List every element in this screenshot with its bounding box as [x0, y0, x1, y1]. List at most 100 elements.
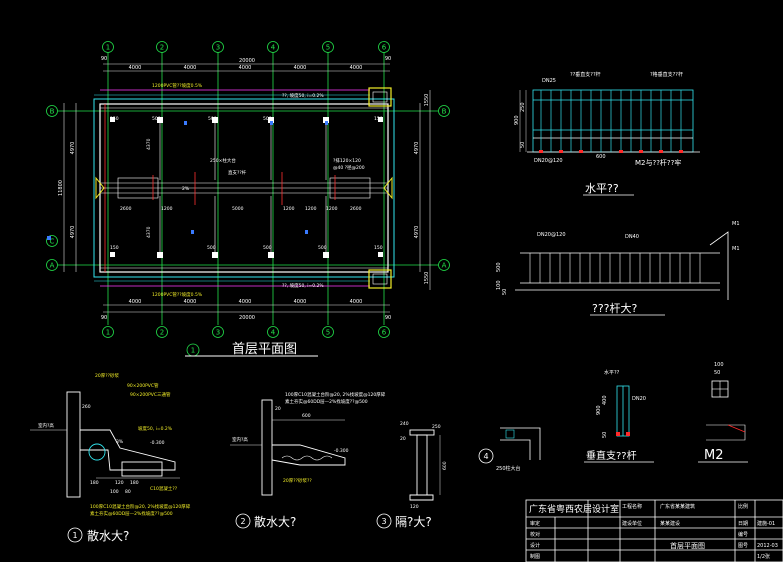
drain-detail-1: 20厚??砂浆 90×200PVC管 90×200PVC三通管 坡度50, i=… [30, 372, 191, 543]
axis-top-4: 4 [271, 44, 276, 52]
center-dim-2: 1200 [161, 206, 173, 212]
m2-detail: 100 50 M2 [698, 362, 748, 463]
tb-project-label: 工程名称 [622, 503, 642, 510]
section-m1-top: M1 [732, 221, 740, 227]
bottom-span-2: 4000 [184, 299, 197, 305]
axis-right-a: A [442, 262, 447, 270]
section-dim-1: 500 [496, 262, 502, 272]
section-m1-bottom: M1 [732, 246, 740, 252]
top-span-5: 4000 [350, 65, 363, 71]
pipe-note-bottom: 1200PVC管??坡度0.5% [152, 291, 203, 298]
plan-title-symbol [185, 343, 318, 357]
rail-anchors [539, 150, 683, 153]
tb-checked: 校对 [530, 531, 540, 538]
bottom-span-3: 4000 [239, 299, 252, 305]
building-outline [93, 87, 395, 289]
center-dim-6: 1200 [326, 206, 338, 212]
center-dim-4: 1200 [283, 206, 295, 212]
drain1-dim-100: 100 [110, 489, 119, 495]
drain1-room: 室内?高 [38, 422, 54, 429]
tb-designed: 设计 [530, 542, 540, 549]
partition-dim-120: 120 [410, 504, 419, 510]
vrail-label-dn: DN20 [632, 396, 646, 402]
slope-mid: 2% [182, 186, 190, 192]
tb-scale-label: 比例 [738, 503, 748, 510]
tb-page: 1/2张 [757, 553, 770, 560]
axis-bottom-2: 2 [160, 329, 164, 337]
tb-sheet-label: 图号 [738, 543, 748, 549]
axis-left-a: A [50, 262, 55, 270]
axis-top-5: 5 [326, 44, 330, 52]
bottom-span-5: 4000 [350, 299, 363, 305]
edge-dim-2: 90 [385, 56, 391, 62]
column-note: 直支??杆 [228, 169, 247, 176]
pier-dim-1: 500 [152, 116, 161, 122]
beam-note-2: @40 ?径@200 [333, 164, 365, 171]
pier-small-2: 150 [374, 116, 383, 122]
axis-bottom-6: 6 [382, 329, 387, 337]
inner-mark-1: 4370 [146, 138, 152, 150]
rail-m2-note: M2与??杆??牢 [635, 158, 681, 167]
center-dim-5: 1200 [305, 206, 317, 212]
partition-detail-3: 240 120 600 20 250 3 隔?大? [376, 421, 448, 529]
left-dim-upper: 4970 [70, 142, 76, 155]
rail-section: DN20@120 DN40 M1 M1 500 100 50 ???杆大? [496, 221, 740, 316]
axis-left-c: C [50, 238, 55, 246]
rail-dn20: DN20@120 [534, 158, 563, 164]
tb-drawn: 制图 [530, 553, 540, 560]
edge-dim-4: 90 [385, 315, 391, 321]
drain1-note-c: 90×200PVC三通管 [130, 391, 171, 398]
rail-elevation-title: 水平?? [585, 182, 619, 195]
pier-label: 250×柱大台 [210, 157, 236, 164]
rail-balusters [540, 90, 682, 152]
drain1-note-b: 90×200PVC管 [127, 382, 159, 389]
drain1-elev: -0.300 [150, 440, 165, 446]
side-dimensions: 11800 4970 4970 4970 4970 1550 1550 [58, 94, 430, 285]
beam-note-1: ?排120×120 [333, 157, 361, 164]
axis-bottom-4: 4 [271, 329, 276, 337]
drain2-room: 室内?高 [232, 436, 248, 443]
center-dim-3: 5000 [232, 206, 244, 212]
drain1-dim-180b: 180 [130, 480, 139, 486]
edge-dim-3: 90 [101, 315, 107, 321]
drain2-note-b: 素土夯实@60DD层—2%找坡度??@500 [285, 398, 368, 405]
vrail-dim-2: 400 [602, 395, 608, 405]
partition-title: 隔?大? [395, 515, 432, 529]
bottom-span-4: 4000 [294, 299, 307, 305]
rail-dim-1: 900 [514, 115, 520, 125]
tb-no-value: 2012-03 [757, 543, 778, 549]
drain1-dim-260: 260 [82, 404, 91, 410]
columns [110, 117, 383, 258]
axis-right-b: B [442, 108, 447, 116]
tb-firm: 广东省粤西农居设计室 [529, 503, 619, 515]
rail-elevation: DN25 ??垂直支??杆 ?格垂直支??杆 DN20@120 M2与??杆??… [514, 71, 700, 196]
title-block: 广东省粤西农居设计室 工程名称 广东省某某建筑 建设单位 某某建设 审定 校对 … [525, 499, 783, 562]
axis-top-3: 3 [216, 44, 220, 52]
rail-dim-2: 250 [520, 102, 526, 112]
drain1-note-d: C10混凝土?? [150, 485, 178, 492]
slope-note-bottom: ??, 坡度50, i=0.2% [282, 282, 324, 289]
tb-no-label: 编号 [738, 531, 748, 538]
axis-left-b: B [50, 108, 55, 116]
rail-label-right: ?格垂直支??杆 [650, 71, 683, 78]
tb-drawing-title: 首层平面图 [670, 541, 705, 550]
drain1-note-e: 100厚C10混凝土台阶@20, 2%找坡度@120厚碎 [90, 503, 191, 510]
slope-note-top: ??, 坡度50, i=0.2% [282, 92, 324, 99]
left-dim-lower: 4970 [70, 226, 76, 239]
pier-dim-5: 500 [263, 245, 272, 251]
section-balusters [529, 253, 701, 283]
vertical-rail-detail: 水平?? DN20 900 400 50 垂直支??杆 [584, 369, 654, 463]
axis-top-1: 1 [106, 44, 110, 52]
total-length-bottom: 20000 [239, 315, 255, 321]
axis-top-6: 6 [382, 44, 387, 52]
m2-title: M2 [704, 448, 724, 463]
detail4-note: 250柱大台 [496, 465, 521, 472]
vrail-dim-3: 50 [602, 432, 608, 438]
drain1-circle: 1 [72, 531, 77, 540]
drain-detail-2: 100厚C10混凝土台阶@20, 2%找坡度@120厚碎 素土夯实@60DD层—… [230, 391, 386, 529]
partition-dim-20: 20 [400, 436, 406, 442]
section-dim-3: 50 [502, 289, 508, 295]
drain2-note-a: 100厚C10混凝土台阶@20, 2%找坡度@120厚碎 [285, 391, 386, 398]
vrail-label-top: 水平?? [604, 369, 620, 376]
